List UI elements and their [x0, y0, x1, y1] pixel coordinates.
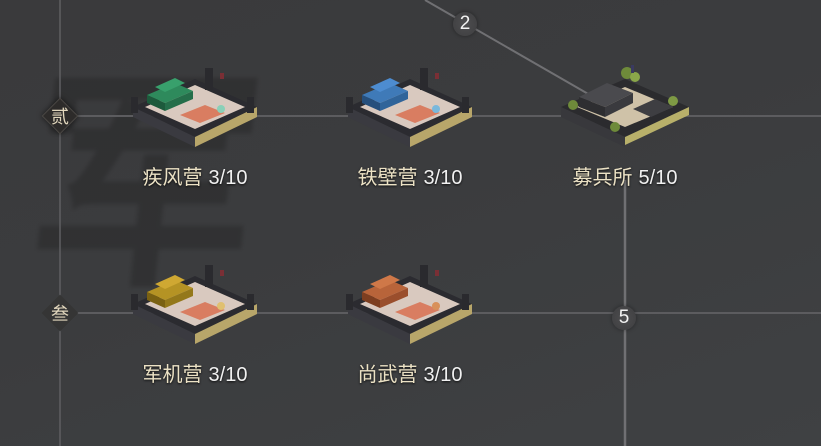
barracks-building-icon: [131, 68, 257, 147]
building-name: 铁壁营: [357, 167, 418, 189]
barracks-building-icon: [346, 265, 472, 344]
building-name: 尚武营: [357, 364, 418, 386]
connector-badge-5: 5: [612, 306, 636, 330]
tier-marker-2: 贰: [41, 97, 79, 135]
building-level-count: 3/10: [423, 167, 463, 189]
building-name: 军机营: [142, 364, 203, 386]
barracks-building-icon: [131, 265, 257, 344]
building-level-count: 3/10: [208, 364, 248, 386]
building-name: 疾风营: [142, 167, 203, 189]
building-level-count: 3/10: [208, 167, 248, 189]
tier-glyph: 叁: [51, 304, 69, 325]
building-level-count: 3/10: [423, 364, 463, 386]
building-name: 募兵所: [572, 167, 633, 189]
tier-glyph: 贰: [51, 107, 69, 128]
tier-marker-3: 叁: [41, 294, 79, 332]
barracks-building-icon: [346, 68, 472, 147]
connector-badge-2: 2: [453, 12, 477, 36]
recruit-office-building-icon: [561, 65, 689, 147]
building-level-count: 5/10: [638, 167, 678, 189]
